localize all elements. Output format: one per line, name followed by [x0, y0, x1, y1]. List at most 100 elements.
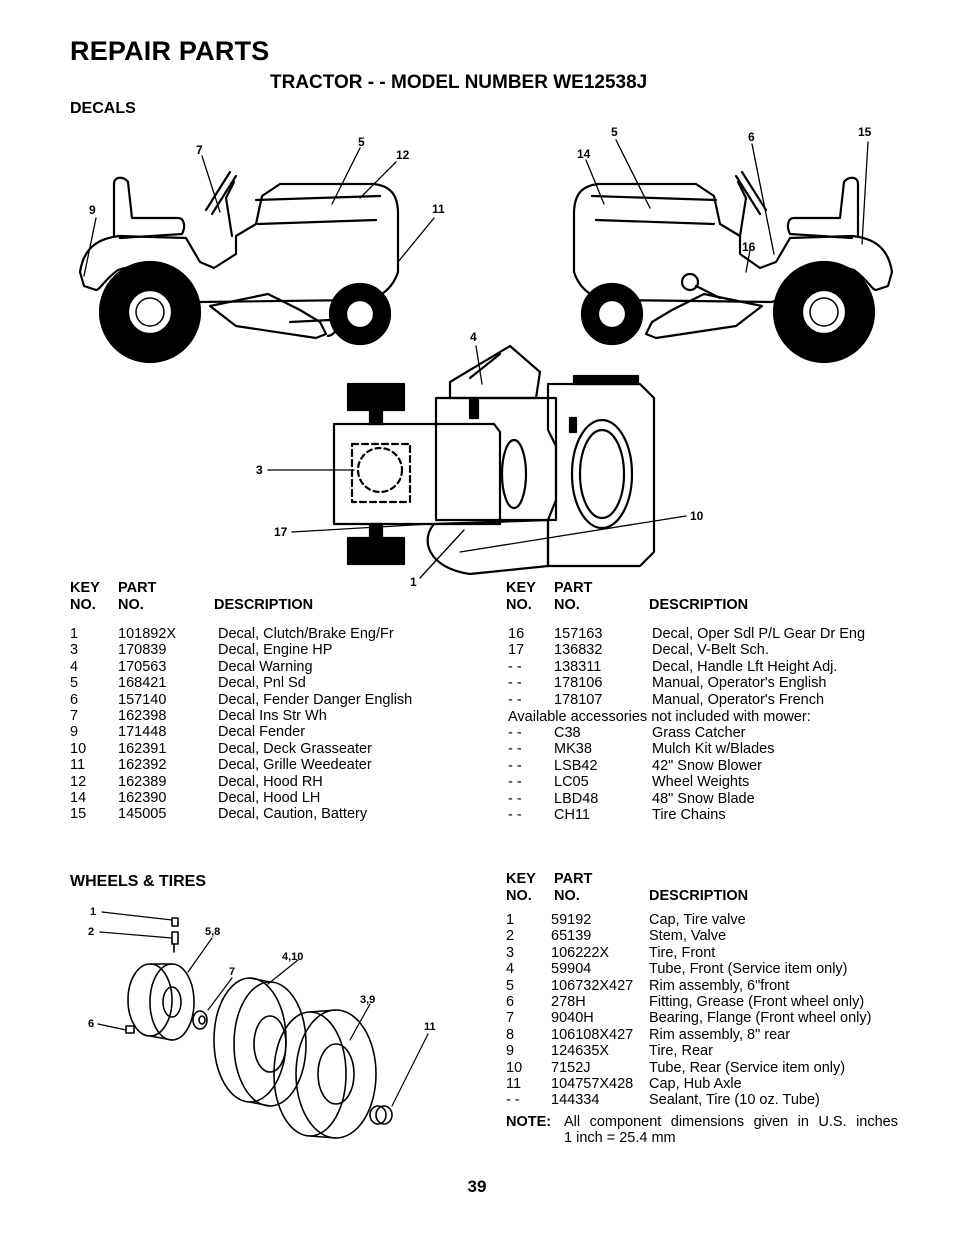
callout-6: 6	[748, 130, 755, 144]
part-number: 170839	[118, 642, 167, 659]
wheel-callout-1: 1	[90, 906, 96, 918]
part-description: Decal, Fender Danger English	[218, 691, 413, 708]
wheels-heading: WHEELS & TIRES	[70, 873, 207, 890]
part-key: 7	[70, 708, 79, 725]
part-key: 5	[70, 675, 79, 692]
rear-tire	[273, 1009, 377, 1139]
table-row: 10 7152J Tube, Rear (Service item only)	[506, 1060, 871, 1076]
part-key: 2	[506, 928, 515, 945]
part-description: Decal, Engine HP	[218, 642, 333, 659]
part-number: 168421	[118, 675, 167, 692]
part-description: Decal, Grille Weedeater	[218, 757, 372, 774]
part-description: Decal, Deck Grasseater	[218, 740, 372, 757]
part-number: 145005	[118, 806, 167, 823]
part-key: - -	[508, 691, 522, 708]
part-description: Manual, Operator's French	[652, 691, 825, 708]
part-key: 17	[508, 642, 525, 659]
part-key: - -	[508, 757, 522, 774]
wheel-callout-7: 7	[229, 966, 235, 978]
part-number: 104757X428	[551, 1076, 634, 1093]
part-description: Tube, Rear (Service item only)	[649, 1059, 846, 1076]
part-description: Stem, Valve	[649, 928, 727, 945]
bearing	[192, 1010, 208, 1030]
part-description: Decal, Caution, Battery	[218, 806, 368, 823]
part-key: 8	[506, 1026, 515, 1043]
part-key: 12	[70, 773, 87, 790]
part-key: 11	[70, 757, 86, 774]
part-description: Sealant, Tire (10 oz. Tube)	[649, 1092, 820, 1109]
part-number: C38	[554, 725, 581, 741]
part-number: 138311	[554, 658, 602, 675]
part-description: Decal, Hood LH	[218, 790, 321, 807]
part-number: 162391	[118, 740, 167, 757]
part-key: - -	[508, 790, 522, 807]
part-number: LSB42	[554, 757, 598, 774]
part-description: Decal, Hood RH	[218, 773, 323, 790]
part-number: 59192	[551, 912, 592, 928]
part-key: 15	[70, 806, 87, 823]
part-key: 10	[506, 1059, 523, 1076]
wheel-callout-3-9: 3,9	[360, 994, 375, 1006]
part-number: 59904	[551, 961, 592, 978]
part-description: Tire, Front	[649, 944, 716, 961]
note-text-line1: All component dimensions given in U.S. i…	[564, 1114, 898, 1130]
part-number: 7152J	[551, 1059, 591, 1076]
part-number: 162392	[118, 757, 167, 774]
part-description: Decal, V-Belt Sch.	[652, 642, 769, 659]
part-number: 278H	[551, 994, 586, 1011]
table-row: - - 178107 Manual, Operator's French	[508, 692, 865, 708]
part-key: 3	[70, 642, 79, 659]
model-subtitle: TRACTOR - - MODEL NUMBER WE12538J	[270, 72, 648, 93]
part-description: Mulch Kit w/Blades	[652, 741, 775, 758]
callout-15: 15	[858, 125, 872, 139]
callout-9: 9	[89, 203, 96, 217]
part-number: 171448	[118, 724, 167, 741]
part-key: 14	[70, 790, 87, 807]
part-description: Bearing, Flange (Front wheel only)	[649, 1010, 872, 1027]
part-number: 106222X	[551, 944, 610, 961]
table-row: 11 162392 Decal, Grille Weedeater	[70, 757, 412, 773]
wheel-callout-6: 6	[88, 1018, 94, 1030]
decals-heading: DECALS	[70, 100, 136, 117]
tractor-right-side-view	[572, 170, 894, 364]
part-number: 178107	[554, 691, 603, 708]
part-number: 178106	[554, 675, 603, 692]
part-description: Decal, Pnl Sd	[218, 675, 306, 692]
wheel-callout-2: 2	[88, 926, 94, 938]
table-row: 15 145005 Decal, Caution, Battery	[70, 806, 412, 822]
callout-17: 17	[274, 525, 288, 539]
part-description: Decal, Handle Lft Height Adj.	[652, 658, 838, 675]
right-header-desc: DESCRIPTION	[649, 597, 749, 613]
left-header-desc: DESCRIPTION	[214, 597, 314, 613]
part-key: 6	[70, 691, 79, 708]
part-number: LBD48	[554, 790, 599, 807]
part-key: - -	[508, 675, 522, 692]
part-number: 170563	[118, 658, 167, 675]
table-row: 5 168421 Decal, Pnl Sd	[70, 675, 412, 691]
part-key: - -	[508, 658, 522, 675]
part-key: 4	[506, 961, 515, 978]
part-description: Decal Warning	[218, 658, 313, 675]
